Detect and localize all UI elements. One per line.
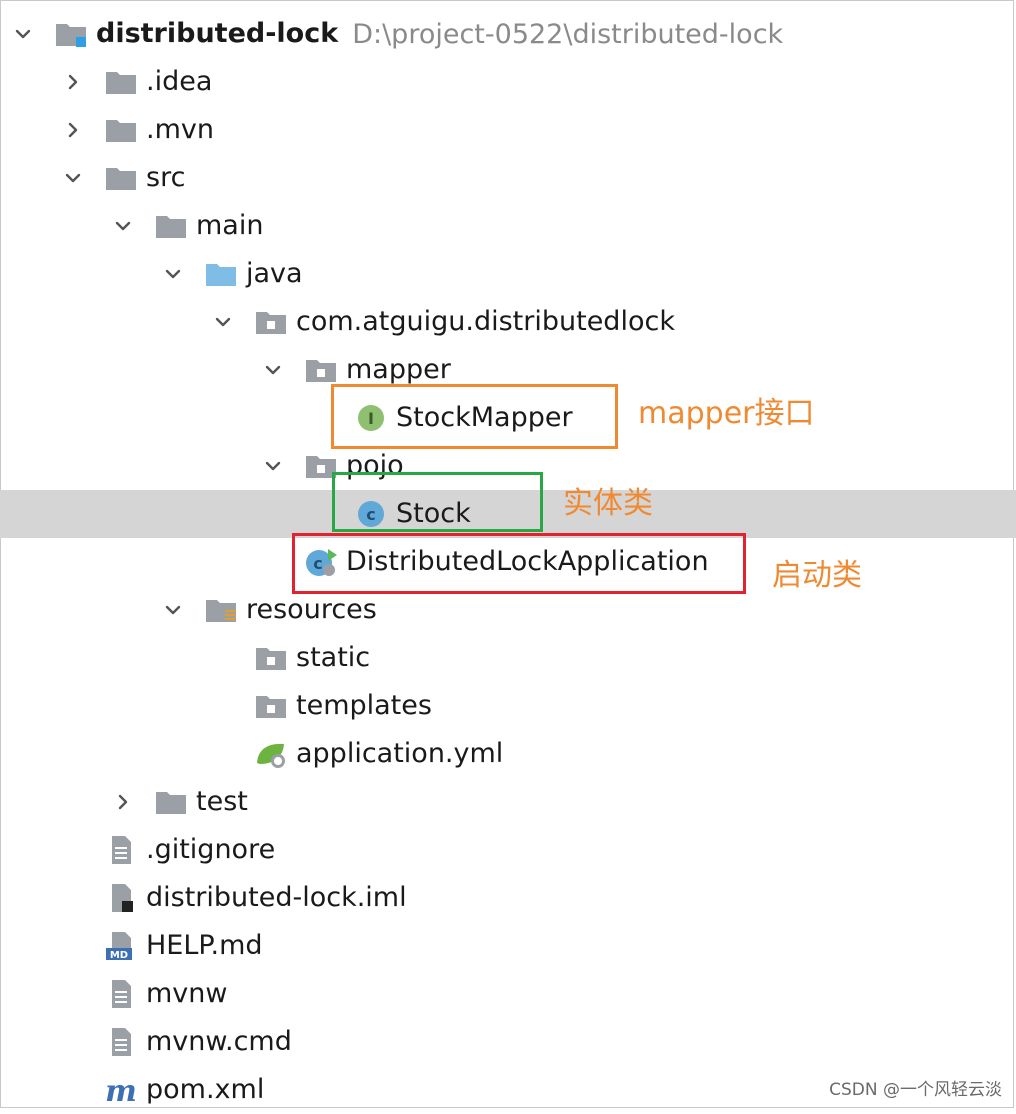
tree-item-label: templates xyxy=(296,690,432,721)
chevron-right-icon[interactable] xyxy=(58,115,88,145)
tree-row-com-atguigu-distributedlock[interactable]: com.atguigu.distributedlock xyxy=(0,298,1016,346)
tree-item-label: distributed-lock xyxy=(96,18,339,49)
tree-item-label: DistributedLockApplication xyxy=(346,546,709,577)
tree-item-label: Stock xyxy=(396,498,471,529)
resources-folder-icon xyxy=(204,595,238,625)
chevron-down-icon[interactable] xyxy=(208,307,238,337)
spring-boot-class-icon: c xyxy=(304,547,338,577)
tree-row-distributed-lock[interactable]: distributed-lock D:\project-0522\distribu… xyxy=(0,10,1016,58)
tree-row-mvnw[interactable]: mvnw xyxy=(0,970,1016,1018)
interface-icon: I xyxy=(354,403,388,433)
chevron-down-icon[interactable] xyxy=(258,355,288,385)
tree-item-label: com.atguigu.distributedlock xyxy=(296,306,675,337)
svg-text:c: c xyxy=(313,554,322,573)
annotation-boot-class: 启动类 xyxy=(772,558,862,593)
tree-row-help-md[interactable]: MD HELP.md xyxy=(0,922,1016,970)
project-path: D:\project-0522\distributed-lock xyxy=(352,18,784,50)
folder-icon xyxy=(104,115,138,145)
chevron-down-icon[interactable] xyxy=(158,595,188,625)
tree-item-label: static xyxy=(296,642,371,673)
folder-icon xyxy=(104,67,138,97)
folder-icon xyxy=(154,211,188,241)
tree-row-gitignore[interactable]: .gitignore xyxy=(0,826,1016,874)
tree-row-static[interactable]: static xyxy=(0,634,1016,682)
markdown-file-icon: MD xyxy=(104,931,138,961)
iml-file-icon xyxy=(104,883,138,913)
chevron-down-icon[interactable] xyxy=(258,451,288,481)
tree-item-label: pojo xyxy=(346,450,404,481)
chevron-right-icon[interactable] xyxy=(108,787,138,817)
tree-item-label: .gitignore xyxy=(146,834,276,865)
tree-item-label: java xyxy=(246,258,303,289)
annotation-entity-class: 实体类 xyxy=(563,486,653,521)
tree-row-idea[interactable]: .idea xyxy=(0,58,1016,106)
tree-row-templates[interactable]: templates xyxy=(0,682,1016,730)
tree-row-mvn[interactable]: .mvn xyxy=(0,106,1016,154)
chevron-down-icon[interactable] xyxy=(108,211,138,241)
entity-highlight-box xyxy=(332,472,543,532)
project-tree[interactable]: distributed-lock D:\project-0522\distribu… xyxy=(0,10,1016,1114)
watermark: CSDN @一个风轻云淡 xyxy=(829,1080,1002,1100)
tree-row-main[interactable]: main xyxy=(0,202,1016,250)
spring-yml-icon xyxy=(254,739,288,769)
tree-item-label: .mvn xyxy=(146,114,214,145)
tree-item-label: mapper xyxy=(346,354,451,385)
tree-item-label: mvnw.cmd xyxy=(146,1026,292,1057)
maven-pom-icon: m xyxy=(104,1075,138,1105)
chevron-down-icon[interactable] xyxy=(58,163,88,193)
text-file-icon xyxy=(104,979,138,1009)
tree-item-label: StockMapper xyxy=(396,402,573,433)
svg-text:I: I xyxy=(368,409,374,428)
tree-item-label: resources xyxy=(246,594,377,625)
tree-item-label: HELP.md xyxy=(146,930,263,961)
class-icon: c xyxy=(354,499,388,529)
tree-item-label: pom.xml xyxy=(146,1074,265,1105)
svg-text:MD: MD xyxy=(110,950,128,961)
tree-row-distributed-lock-iml[interactable]: distributed-lock.iml xyxy=(0,874,1016,922)
tree-row-src[interactable]: src xyxy=(0,154,1016,202)
svg-text:m: m xyxy=(105,1075,137,1105)
tree-row-stockmapper[interactable]: I StockMapper xyxy=(0,394,1016,442)
app-highlight-box xyxy=(292,533,746,594)
package-icon xyxy=(254,643,288,673)
tree-item-label: application.yml xyxy=(296,738,504,769)
tree-row-distributedlockapplication[interactable]: c DistributedLockApplication xyxy=(0,538,1016,586)
text-file-icon xyxy=(104,835,138,865)
tree-row-java[interactable]: java xyxy=(0,250,1016,298)
tree-row-test[interactable]: test xyxy=(0,778,1016,826)
tree-item-label: src xyxy=(146,162,186,193)
tree-row-pom-xml[interactable]: m pom.xml xyxy=(0,1066,1016,1114)
folder-icon xyxy=(104,163,138,193)
mapper-highlight-box xyxy=(331,384,618,449)
tree-item-label: distributed-lock.iml xyxy=(146,882,407,913)
tree-row-mvnw-cmd[interactable]: mvnw.cmd xyxy=(0,1018,1016,1066)
package-icon xyxy=(304,451,338,481)
annotation-mapper-interface: mapper接口 xyxy=(638,396,815,431)
text-file-icon xyxy=(104,1027,138,1057)
package-icon xyxy=(304,355,338,385)
module-folder-icon xyxy=(54,19,88,49)
tree-row-pojo[interactable]: pojo xyxy=(0,442,1016,490)
source-folder-icon xyxy=(204,259,238,289)
chevron-right-icon[interactable] xyxy=(58,67,88,97)
tree-row-mapper[interactable]: mapper xyxy=(0,346,1016,394)
tree-item-label: .idea xyxy=(146,66,213,97)
package-icon xyxy=(254,691,288,721)
chevron-down-icon[interactable] xyxy=(158,259,188,289)
tree-row-application-yml[interactable]: application.yml xyxy=(0,730,1016,778)
package-icon xyxy=(254,307,288,337)
tree-row-resources[interactable]: resources xyxy=(0,586,1016,634)
tree-item-label: main xyxy=(196,210,264,241)
svg-text:c: c xyxy=(366,505,375,524)
folder-icon xyxy=(154,787,188,817)
tree-item-label: test xyxy=(196,786,248,817)
chevron-down-icon[interactable] xyxy=(8,19,38,49)
tree-item-label: mvnw xyxy=(146,978,228,1009)
